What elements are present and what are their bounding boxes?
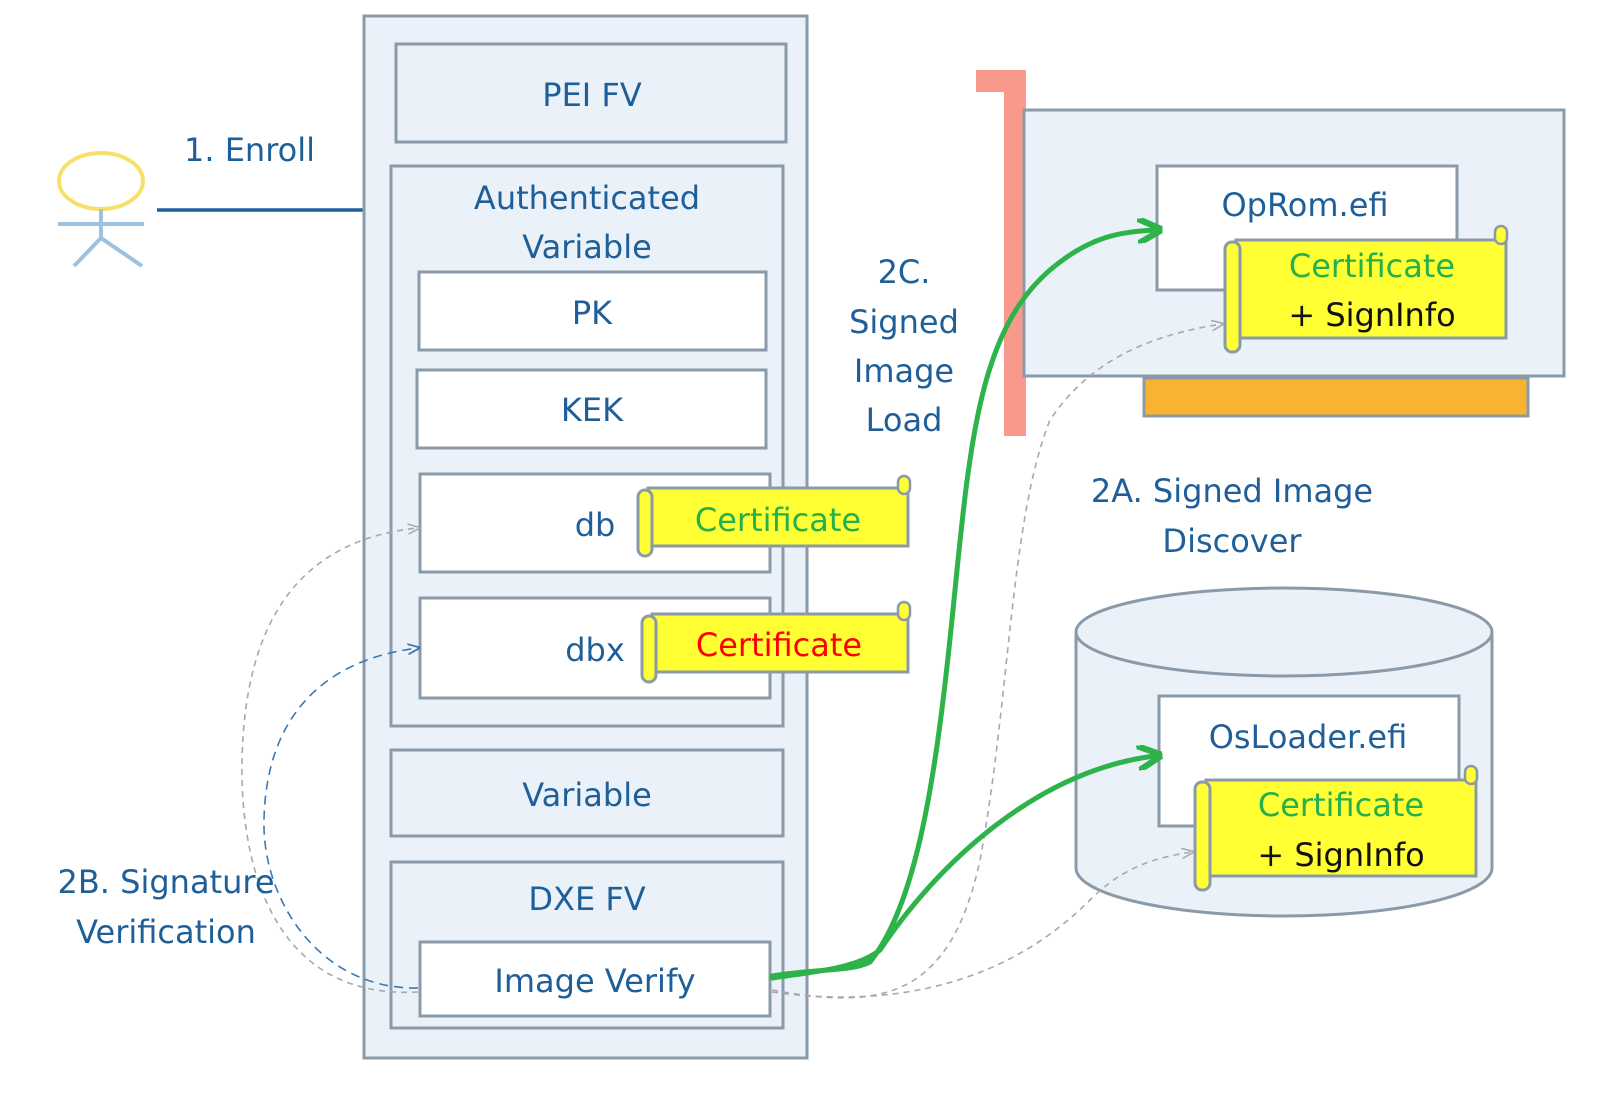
dbx-label: dbx bbox=[565, 631, 625, 669]
signed-image-load-label-line1: 2C. bbox=[878, 253, 931, 291]
pei-fv-label: PEI FV bbox=[542, 76, 642, 114]
oprom-signinfo-label: + SignInfo bbox=[1288, 296, 1455, 334]
osloader-certificate-label: Certificate bbox=[1258, 786, 1424, 824]
discover-osloader-connector bbox=[771, 852, 1192, 998]
kek-box bbox=[415, 368, 768, 450]
signed-image-discover-label-line1: 2A. Signed Image bbox=[1091, 472, 1373, 510]
osloader-certificate-scroll bbox=[1193, 764, 1479, 892]
variable-box bbox=[389, 748, 785, 838]
oprom-certificate-label: Certificate bbox=[1289, 247, 1455, 285]
person-icon bbox=[57, 151, 145, 268]
image-verify-label: Image Verify bbox=[494, 962, 695, 1000]
authenticated-variable-label-line1: Authenticated bbox=[474, 179, 700, 217]
dbx-certificate-label: Certificate bbox=[696, 626, 862, 664]
verify-db-connector bbox=[241, 528, 418, 993]
osloader-signinfo-label: + SignInfo bbox=[1257, 836, 1424, 874]
pk-label: PK bbox=[572, 294, 613, 332]
authenticated-variable-label-line2: Variable bbox=[522, 228, 652, 266]
load-oprom-arrow bbox=[769, 230, 1155, 979]
load-osloader-arrow bbox=[769, 756, 1155, 981]
signed-image-load-label-line3: Image bbox=[854, 352, 954, 390]
verify-dbx-connector bbox=[263, 648, 418, 989]
signed-image-load-label-line4: Load bbox=[866, 401, 943, 439]
db-certificate-label: Certificate bbox=[695, 501, 861, 539]
kek-label: KEK bbox=[561, 391, 624, 429]
discover-oprom-connector bbox=[771, 324, 1222, 999]
db-label: db bbox=[575, 506, 616, 544]
signature-verification-label-line1: 2B. Signature bbox=[57, 863, 274, 901]
signed-image-load-label-line2: Signed bbox=[849, 303, 959, 341]
oprom-file-label: OpRom.efi bbox=[1221, 186, 1388, 224]
osloader-file-label: OsLoader.efi bbox=[1209, 718, 1408, 756]
pk-box bbox=[417, 270, 768, 352]
dbx-certificate-scroll bbox=[640, 600, 912, 684]
enroll-label: 1. Enroll bbox=[184, 131, 315, 169]
pei-fv-box bbox=[394, 42, 788, 144]
signed-image-discover-label-line2: Discover bbox=[1162, 522, 1302, 560]
dxe-fv-label: DXE FV bbox=[528, 880, 645, 918]
signature-verification-label-line2: Verification bbox=[76, 913, 256, 951]
oprom-certificate-scroll bbox=[1223, 224, 1509, 354]
image-verify-box bbox=[418, 940, 772, 1018]
variable-label: Variable bbox=[522, 776, 652, 814]
db-certificate-scroll bbox=[636, 474, 912, 558]
